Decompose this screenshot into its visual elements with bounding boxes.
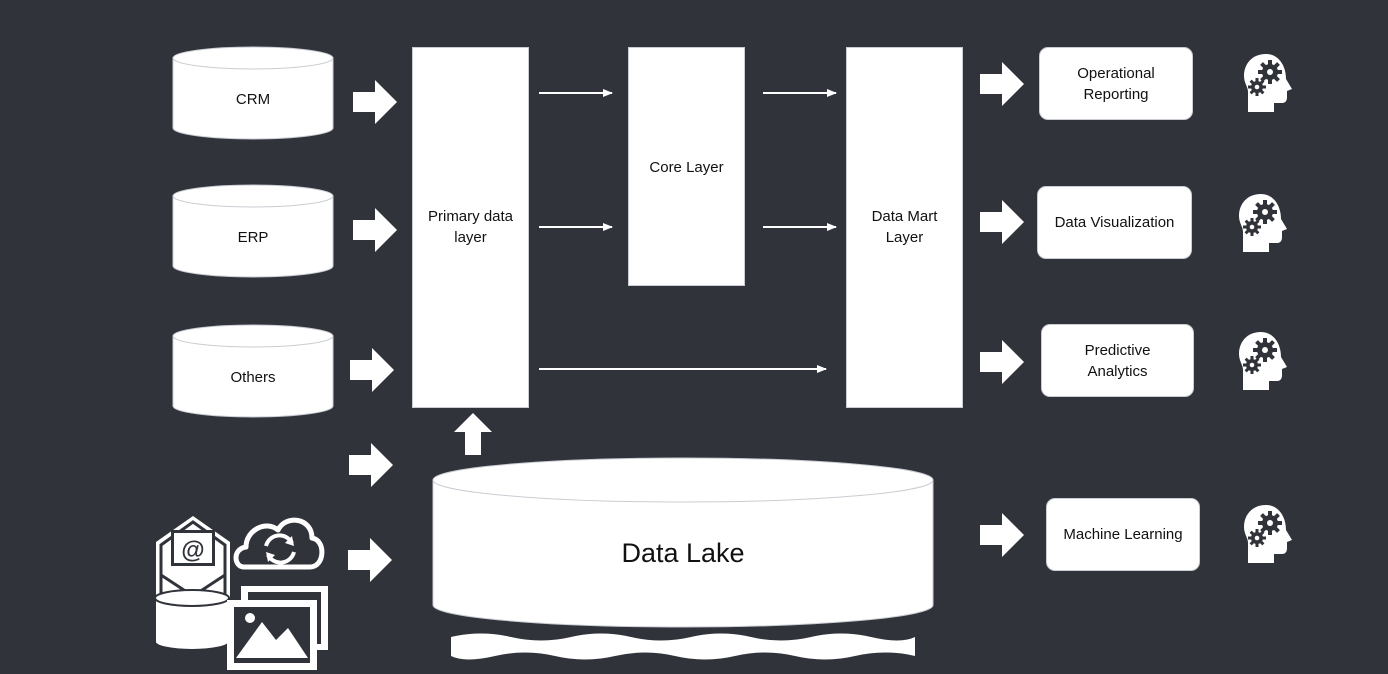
block-arrow-icon	[349, 443, 393, 487]
block-arrow-icon	[348, 538, 392, 582]
primary-data-layer-box	[412, 47, 529, 408]
source-label-others: Others	[230, 368, 276, 386]
database-icon	[172, 46, 334, 140]
data-lake-label: Data Lake	[621, 538, 745, 568]
block-arrow-up-icon	[454, 413, 492, 455]
block-arrow-icon	[980, 200, 1024, 244]
source-label-crm: CRM	[235, 90, 271, 108]
head-gears-icon	[1244, 505, 1292, 563]
cloud-sync-icon	[233, 517, 325, 570]
core-layer-box	[628, 47, 745, 286]
source-label-erp: ERP	[237, 228, 269, 246]
data-lake-cylinder-icon	[432, 457, 934, 628]
head-gears-icon	[1244, 54, 1292, 112]
block-arrow-icon	[353, 80, 397, 124]
head-gears-icon	[1239, 194, 1287, 252]
output-data-visualization: Data Visualization	[1037, 186, 1192, 259]
primary-data-layer-label: Primary data layer	[427, 208, 514, 246]
block-arrow-icon	[980, 62, 1024, 106]
head-gears-icon	[1239, 332, 1287, 390]
data-mart-layer-label: Data Mart Layer	[871, 208, 938, 246]
core-layer-label: Core Layer	[649, 158, 724, 176]
data-mart-layer-box	[846, 47, 963, 408]
database-icon	[172, 184, 334, 278]
database-icon	[154, 589, 230, 651]
database-icon	[172, 324, 334, 418]
svg-text:@: @	[181, 537, 204, 564]
block-arrow-icon	[980, 340, 1024, 384]
water-wave-icon	[451, 633, 915, 660]
block-arrow-icon	[353, 208, 397, 252]
output-operational-reporting: Operational Reporting	[1039, 47, 1193, 120]
block-arrow-icon	[980, 513, 1024, 557]
email-icon: @	[156, 516, 230, 600]
image-gallery-icon	[227, 586, 328, 670]
block-arrow-icon	[350, 348, 394, 392]
output-machine-learning: Machine Learning	[1046, 498, 1200, 571]
output-predictive-analytics: Predictive Analytics	[1041, 324, 1194, 397]
